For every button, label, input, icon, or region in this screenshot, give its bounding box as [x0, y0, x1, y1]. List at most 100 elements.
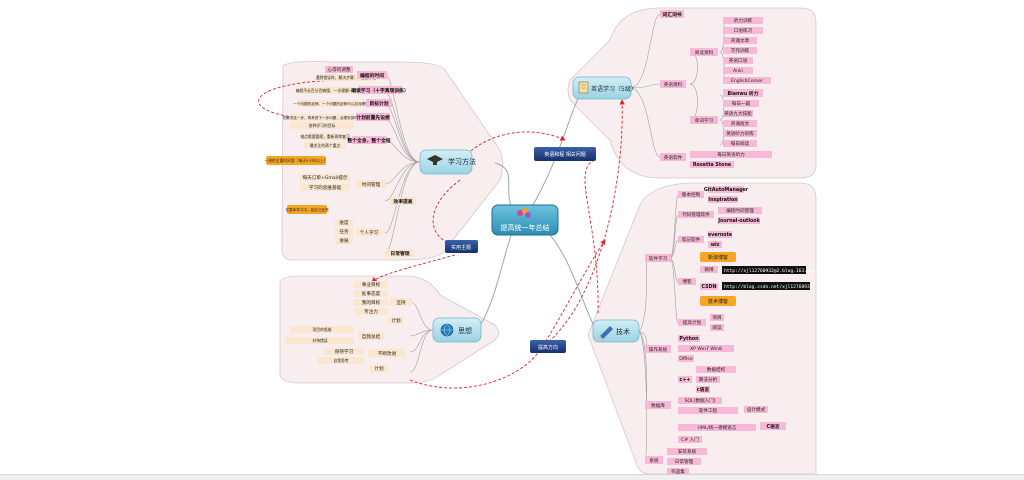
callout-practice[interactable]: 实用主题 — [445, 240, 478, 253]
study-leaf[interactable] — [290, 114, 354, 121]
csdn-url[interactable] — [722, 282, 810, 290]
tech-leaf[interactable] — [696, 386, 710, 393]
tech-leaf[interactable] — [718, 217, 760, 224]
english-leaf[interactable] — [690, 116, 718, 124]
study-leaf[interactable] — [386, 249, 414, 257]
study-leaf[interactable] — [304, 142, 346, 149]
tech-leaf[interactable] — [710, 314, 724, 321]
english-leaf[interactable] — [723, 89, 763, 97]
tech-leaf[interactable] — [710, 324, 724, 331]
english-leaf[interactable] — [660, 153, 686, 161]
tech-leaf[interactable] — [708, 241, 722, 248]
study-leaf[interactable] — [356, 180, 386, 188]
english-leaf[interactable] — [723, 27, 763, 34]
english-leaf[interactable] — [660, 80, 686, 88]
english-leaf[interactable] — [723, 110, 753, 117]
english-leaf[interactable] — [723, 77, 771, 84]
study-leaf[interactable] — [335, 228, 353, 235]
study-leaf[interactable] — [356, 113, 390, 121]
english-leaf[interactable] — [690, 151, 772, 158]
horizontal-scrollbar[interactable] — [0, 474, 1024, 480]
tech-leaf[interactable] — [678, 407, 738, 414]
thinking-leaf[interactable] — [354, 290, 388, 297]
english-leaf[interactable] — [660, 10, 684, 18]
study-leaf[interactable] — [356, 228, 382, 236]
english-leaf[interactable] — [723, 120, 757, 127]
study-leaf[interactable] — [335, 219, 353, 226]
tech-note[interactable] — [700, 296, 736, 306]
english-leaf[interactable] — [723, 140, 757, 147]
study-leaf[interactable] — [300, 133, 350, 140]
topic-english[interactable]: 英语学习（5级） — [572, 76, 637, 100]
study-leaf[interactable] — [300, 174, 350, 181]
tech-leaf[interactable] — [645, 254, 671, 262]
thinking-leaf[interactable] — [318, 357, 364, 364]
english-leaf[interactable] — [723, 130, 757, 137]
english-leaf[interactable] — [723, 37, 757, 44]
topic-thinking[interactable]: 思想 — [432, 317, 482, 343]
tech-leaf[interactable] — [678, 355, 694, 362]
callout-tech-link[interactable]: 提高方向 — [530, 340, 566, 353]
english-leaf[interactable] — [723, 57, 753, 64]
tech-leaf[interactable] — [645, 345, 671, 353]
tech-leaf[interactable] — [678, 278, 696, 285]
tech-leaf[interactable] — [700, 266, 718, 273]
tech-leaf[interactable] — [678, 436, 702, 443]
study-leaf[interactable] — [357, 71, 387, 79]
study-leaf[interactable] — [300, 87, 356, 94]
study-leaf[interactable] — [300, 184, 350, 191]
tech-leaf[interactable] — [696, 366, 736, 373]
tech-leaf[interactable] — [678, 191, 704, 198]
tech-leaf[interactable] — [708, 186, 744, 193]
english-leaf[interactable] — [723, 17, 763, 24]
tech-leaf[interactable] — [678, 335, 700, 342]
study-leaf[interactable] — [358, 86, 402, 94]
tech-leaf[interactable] — [760, 422, 786, 430]
tech-leaf[interactable] — [645, 456, 663, 464]
study-leaf[interactable] — [366, 99, 392, 107]
thinking-leaf[interactable] — [354, 299, 388, 306]
tech-note[interactable] — [700, 252, 736, 262]
study-note[interactable] — [287, 205, 327, 214]
english-leaf[interactable] — [723, 100, 759, 107]
tech-leaf[interactable] — [678, 376, 692, 383]
tech-leaf[interactable] — [667, 468, 689, 474]
thinking-leaf[interactable] — [354, 308, 388, 315]
thinking-leaf[interactable] — [390, 298, 412, 306]
thinking-leaf[interactable] — [358, 332, 384, 340]
tech-leaf[interactable] — [645, 401, 671, 409]
tech-leaf[interactable] — [696, 376, 720, 383]
tech-leaf[interactable] — [678, 397, 722, 404]
tech-leaf[interactable] — [718, 207, 762, 214]
tech-leaf[interactable] — [708, 196, 738, 203]
study-leaf[interactable] — [298, 100, 364, 107]
center-node[interactable]: 提高统一年总结 — [491, 204, 559, 236]
tech-leaf[interactable] — [744, 406, 768, 413]
thinking-leaf[interactable] — [368, 349, 406, 357]
tech-leaf[interactable] — [678, 319, 706, 326]
study-leaf[interactable] — [325, 66, 353, 73]
topic-study[interactable]: 学习方法 — [419, 149, 476, 175]
english-leaf[interactable] — [723, 47, 757, 54]
thinking-leaf[interactable] — [354, 281, 388, 288]
tech-leaf[interactable] — [678, 236, 704, 243]
tech-leaf[interactable] — [678, 424, 756, 431]
english-leaf[interactable] — [723, 67, 753, 74]
tech-leaf[interactable] — [678, 345, 734, 352]
study-leaf[interactable] — [390, 197, 416, 205]
weibo-url[interactable] — [722, 266, 806, 274]
english-leaf[interactable] — [690, 48, 718, 56]
tech-leaf[interactable] — [667, 448, 707, 455]
tech-leaf[interactable] — [700, 283, 718, 290]
thinking-leaf[interactable] — [324, 348, 364, 355]
thinking-leaf[interactable] — [290, 326, 354, 333]
study-leaf[interactable] — [335, 237, 353, 244]
study-note[interactable] — [266, 156, 326, 165]
tech-leaf[interactable] — [678, 211, 714, 218]
topic-tech[interactable]: 技术 — [592, 319, 640, 343]
tech-leaf[interactable] — [708, 231, 732, 238]
tech-leaf[interactable] — [667, 458, 701, 465]
english-leaf[interactable] — [690, 161, 734, 168]
thinking-leaf[interactable] — [286, 337, 354, 344]
study-leaf[interactable] — [352, 136, 386, 144]
